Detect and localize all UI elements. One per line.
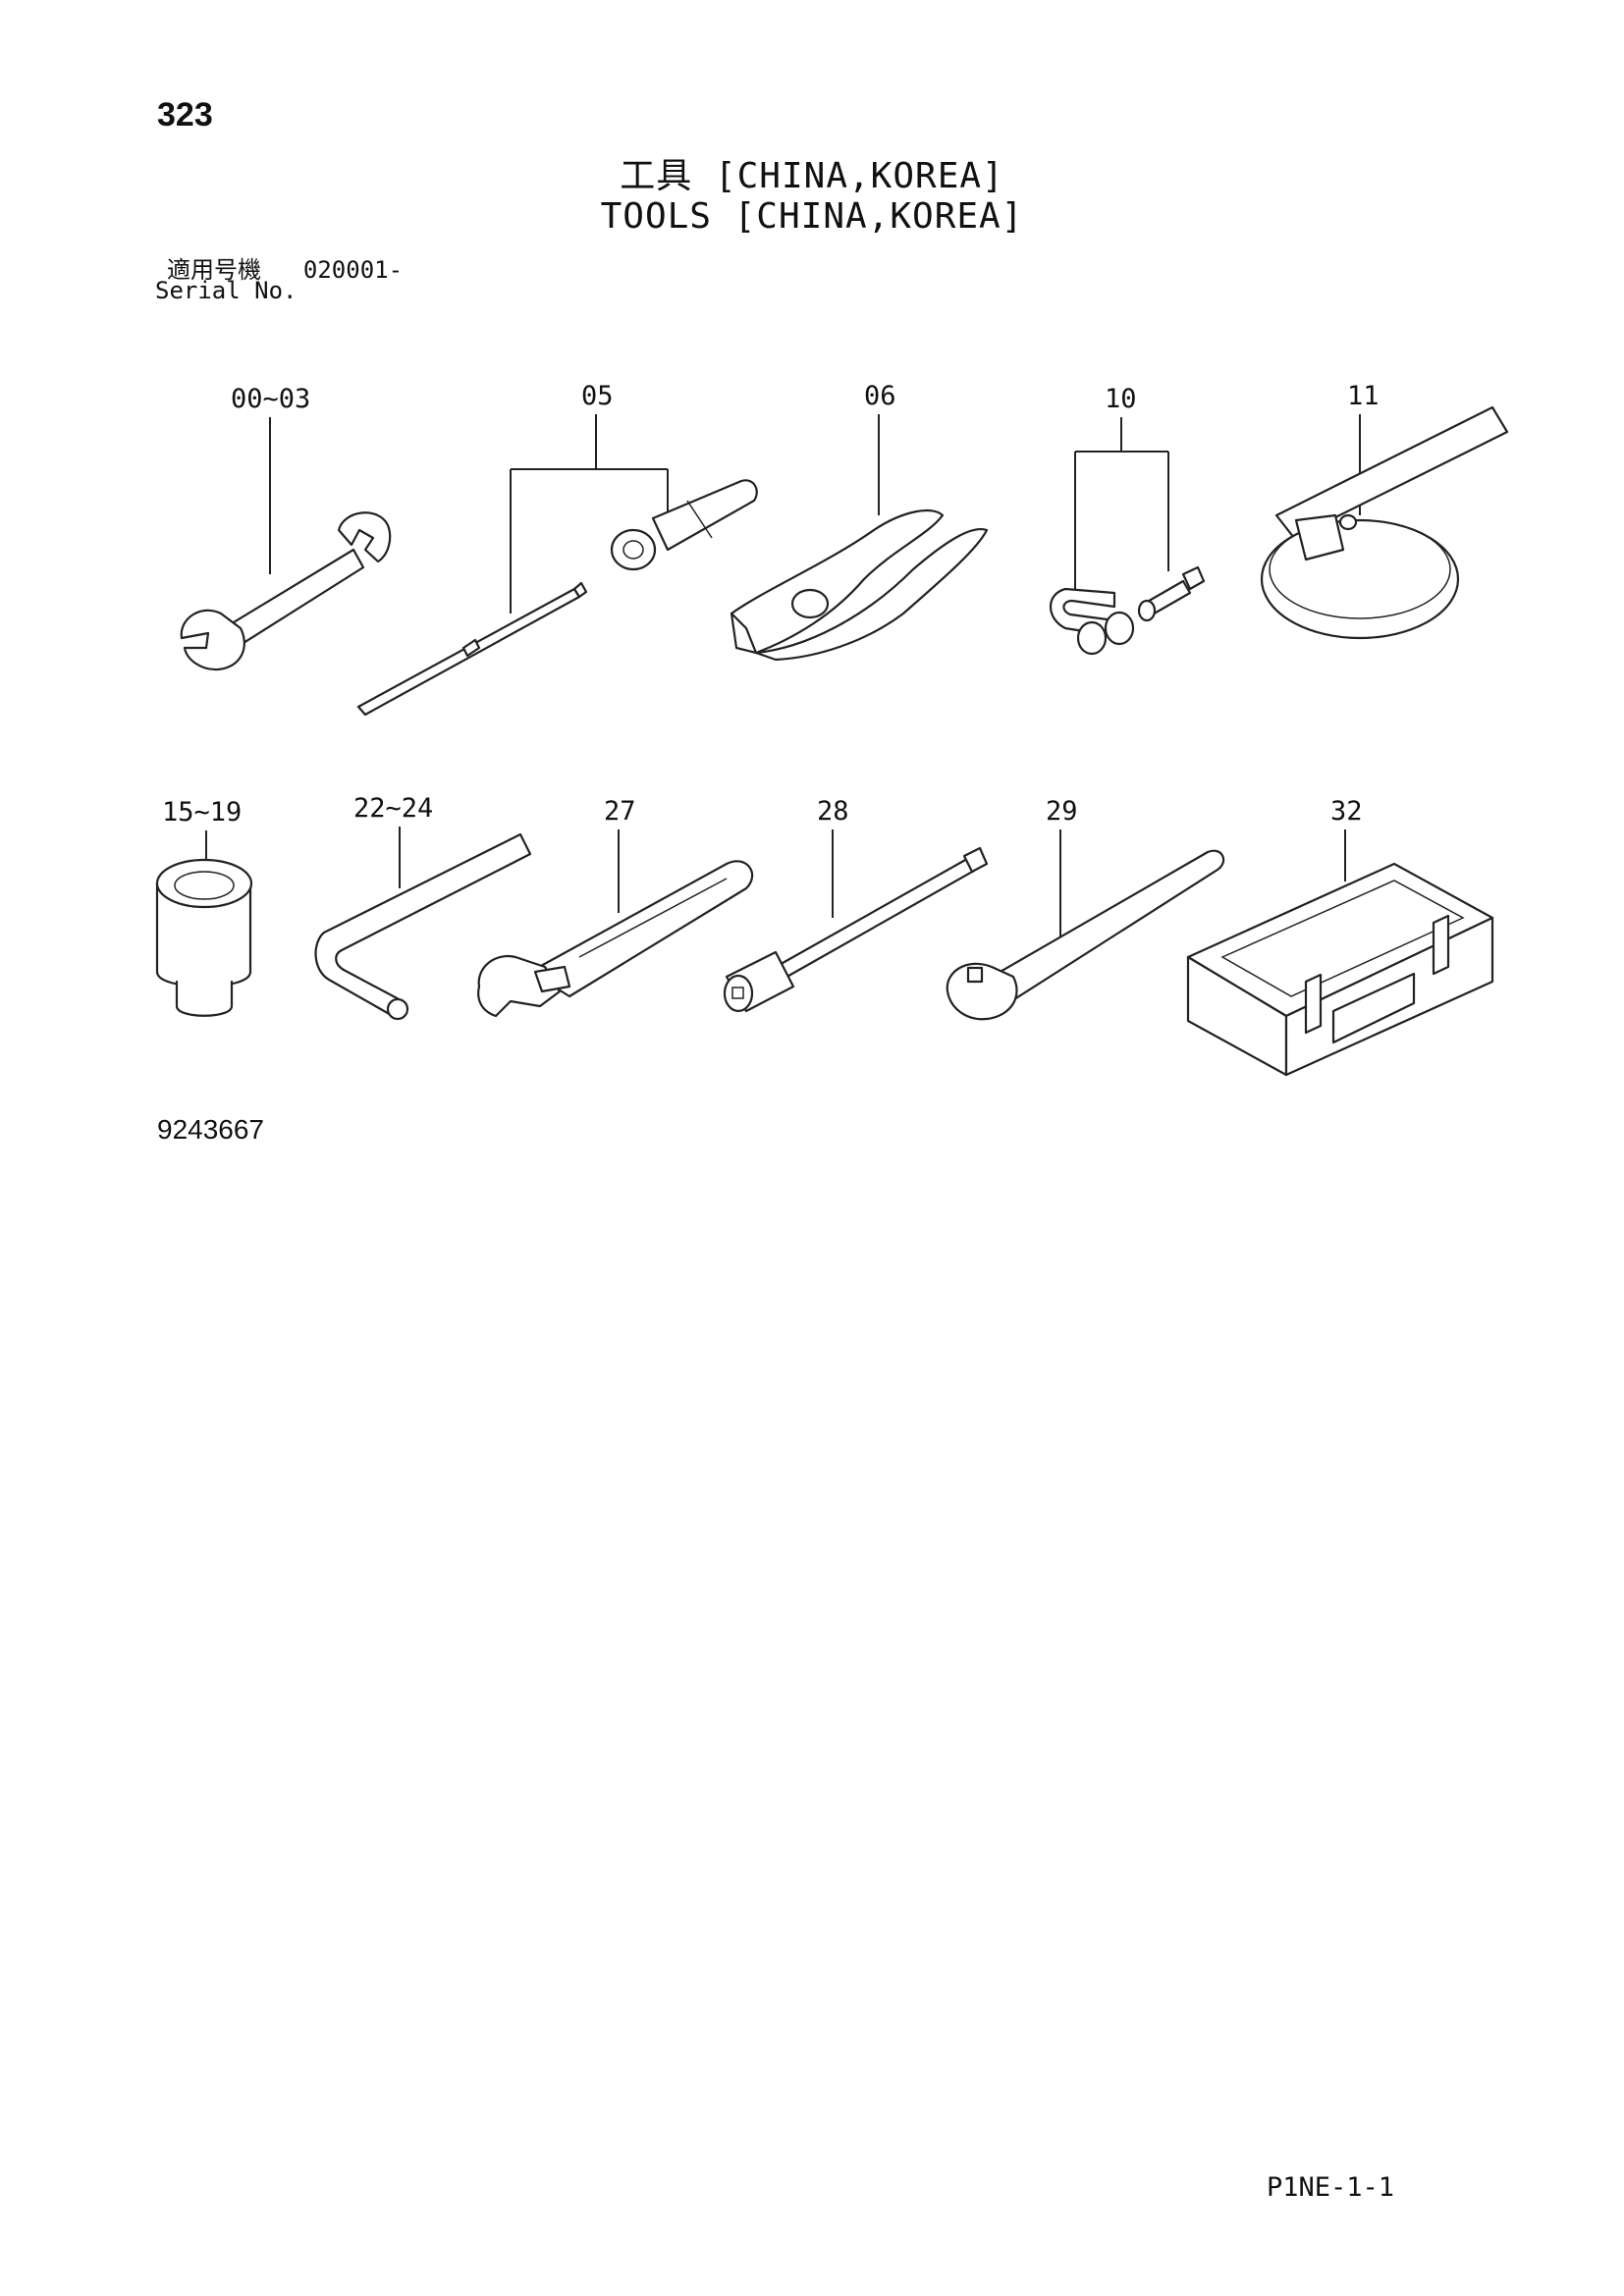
handle-end-cap bbox=[610, 528, 657, 571]
extension-bar-socket-end bbox=[723, 974, 754, 1013]
pliers-jaw bbox=[730, 612, 758, 655]
shackle-eye-right bbox=[1104, 611, 1135, 646]
extension-bar-shaft bbox=[774, 857, 976, 981]
extension-bar: 28 bbox=[723, 796, 989, 1013]
serial-label-japanese: 適用号機 020001- bbox=[167, 250, 403, 285]
socket-drive-end bbox=[175, 980, 234, 1017]
handle-hex-socket bbox=[623, 540, 644, 560]
callout-drift: 05 bbox=[581, 381, 614, 411]
drawing-number: 9243667 bbox=[157, 1114, 265, 1145]
tool-box-latch-right bbox=[1432, 914, 1450, 976]
ratchet-head bbox=[946, 962, 1018, 1021]
filter-wrench-clamp bbox=[1294, 513, 1345, 561]
serial-range: 020001- bbox=[302, 256, 404, 284]
tool-box-latch-left bbox=[1304, 973, 1323, 1035]
hex-key-body bbox=[314, 832, 532, 1018]
ratchet-handle-shaft bbox=[990, 849, 1225, 1003]
adjustable-wrench-worm bbox=[533, 965, 571, 993]
ratchet-handle: 29 bbox=[946, 796, 1225, 1021]
drift-punch-set: 05 bbox=[356, 381, 758, 717]
serial-label-jp-text: 適用号機 bbox=[167, 256, 261, 284]
handle-grip bbox=[651, 479, 758, 552]
shackle-pin-tip bbox=[1181, 565, 1206, 591]
tool-box: 32 bbox=[1186, 796, 1494, 1077]
open-end-wrench: 00~03 bbox=[180, 384, 392, 671]
filter-wrench-handle bbox=[1274, 405, 1509, 540]
socket-top bbox=[155, 858, 253, 909]
filter-wrench-pivot bbox=[1338, 513, 1358, 531]
title-english: TOOLS [CHINA,KOREA] bbox=[600, 196, 1024, 237]
pliers-lower-handle bbox=[754, 527, 989, 662]
extension-bar-tip bbox=[962, 846, 989, 874]
wrench-head-lower bbox=[180, 609, 245, 671]
callout-socket: 15~19 bbox=[162, 797, 242, 828]
adjustable-wrench-slot bbox=[578, 878, 728, 958]
extension-bar-square-hole bbox=[731, 987, 744, 999]
ratchet-drive-square bbox=[966, 966, 984, 984]
shackle-eye-left bbox=[1076, 620, 1108, 656]
pliers-upper-handle bbox=[730, 508, 945, 655]
drift-collar bbox=[461, 638, 481, 658]
callout-ratchet-handle: 29 bbox=[1046, 796, 1078, 827]
callout-wrench: 00~03 bbox=[231, 384, 310, 414]
callout-adjustable-wrench: 27 bbox=[604, 796, 636, 827]
shackle-and-pin: 10 bbox=[1050, 384, 1206, 656]
hex-key: 22~24 bbox=[314, 793, 532, 1021]
slip-joint-pliers: 06 bbox=[730, 381, 989, 662]
tool-box-handle bbox=[1331, 972, 1416, 1044]
callout-pliers: 06 bbox=[864, 381, 896, 411]
socket: 15~19 bbox=[155, 797, 253, 1017]
hex-key-short-end bbox=[386, 997, 409, 1021]
callout-tool-box: 32 bbox=[1330, 796, 1363, 827]
filter-wrench: 11 bbox=[1260, 381, 1509, 640]
title-japanese: 工具 [CHINA,KOREA] bbox=[620, 156, 1004, 196]
filter-wrench-band-inner bbox=[1269, 519, 1451, 619]
callout-shackle: 10 bbox=[1105, 384, 1137, 414]
callout-extension-bar: 28 bbox=[817, 796, 849, 827]
tool-box-lid-panel bbox=[1220, 880, 1465, 997]
wrench-shank bbox=[222, 548, 365, 650]
callout-filter-wrench: 11 bbox=[1347, 381, 1380, 411]
serial-label-english: Serial No. bbox=[155, 277, 298, 304]
shackle-pin-head bbox=[1137, 599, 1157, 622]
socket-bore bbox=[174, 871, 235, 900]
pliers-pivot bbox=[790, 588, 830, 619]
handle-grip-line bbox=[686, 500, 713, 539]
drift-end bbox=[572, 581, 588, 599]
callout-hex-key: 22~24 bbox=[353, 793, 433, 824]
wrench-head-upper bbox=[337, 511, 392, 563]
page-number: 323 bbox=[157, 96, 213, 133]
adjustable-wrench: 27 bbox=[477, 796, 754, 1018]
page-code: P1NE-1-1 bbox=[1267, 2172, 1395, 2203]
